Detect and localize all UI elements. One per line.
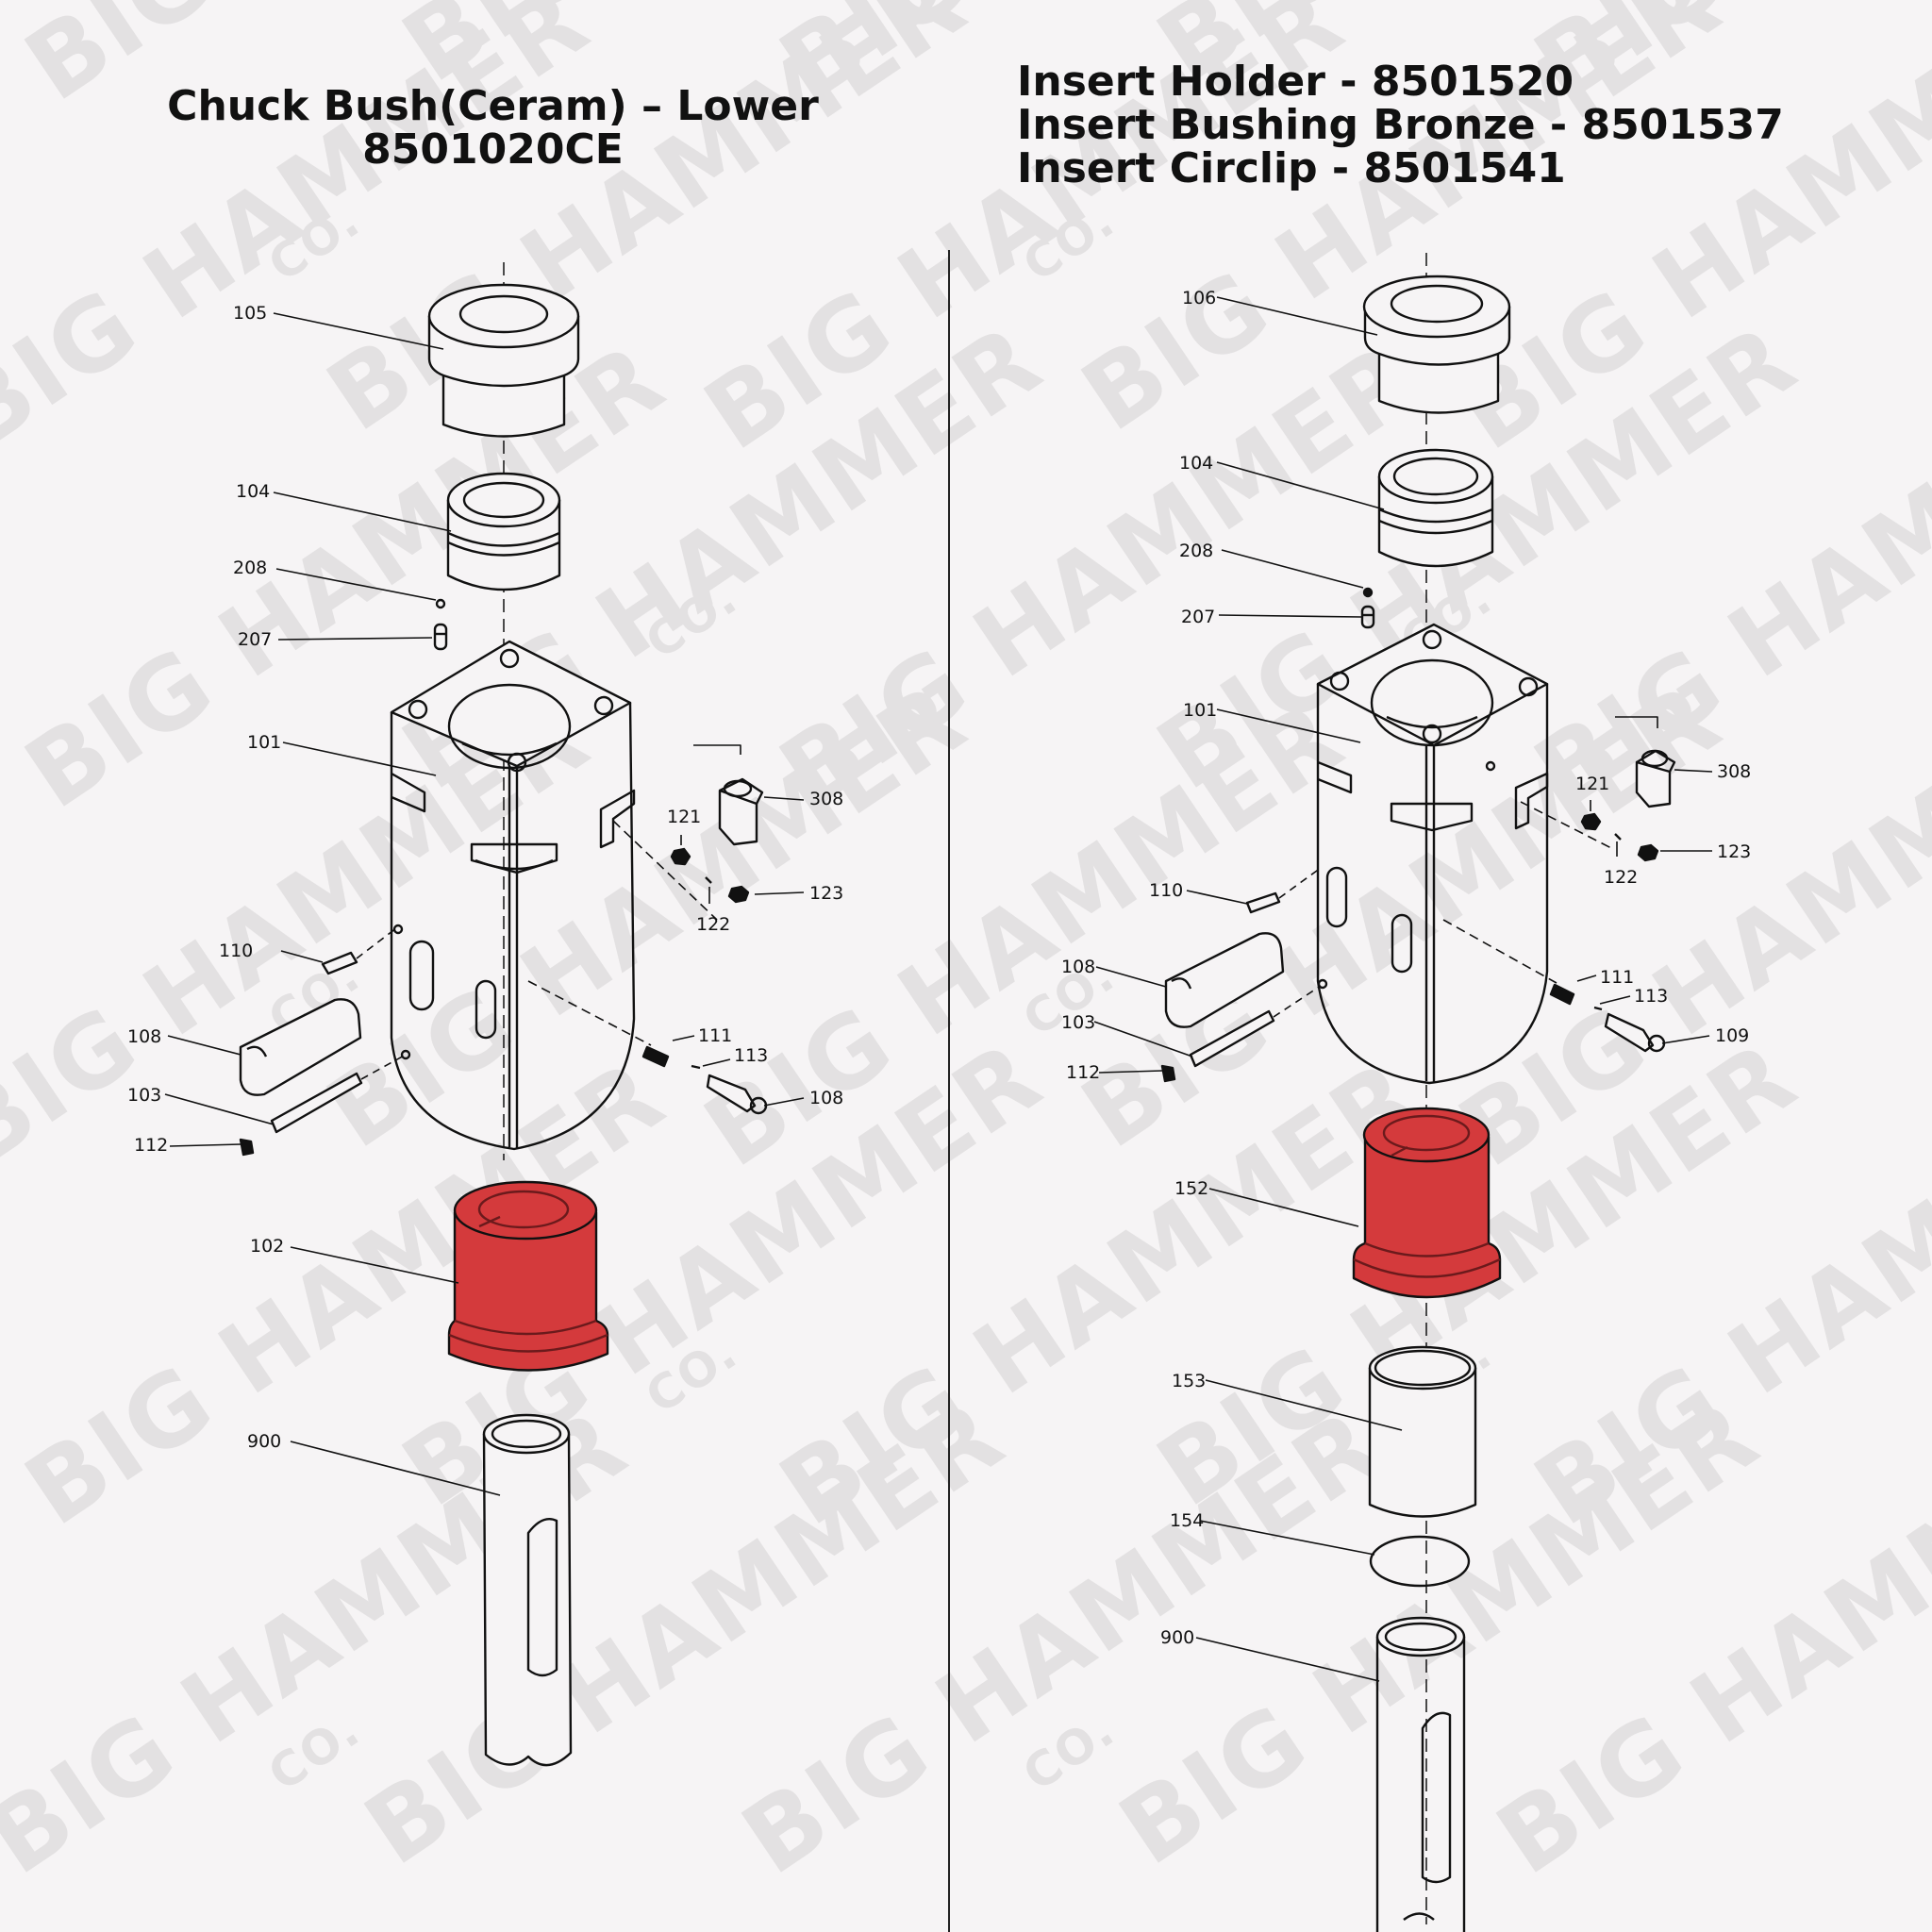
label-112: 112 (1066, 1062, 1100, 1083)
left-labels: 105 104 208 207 101 308 121 123 122 110 … (127, 303, 843, 1452)
leader-lines (1093, 296, 1713, 1682)
label-154: 154 (1170, 1510, 1204, 1531)
dashed-leader (1520, 801, 1614, 850)
part-154-circlip (1369, 1535, 1471, 1588)
label-108: 108 (1061, 957, 1095, 977)
label-108: 108 (127, 1026, 161, 1047)
label-900: 900 (247, 1431, 281, 1452)
part-102-chuck-bush-highlight (447, 1180, 609, 1372)
part-103-rod (270, 1054, 407, 1134)
left-title-line-1: Chuck Bush(Ceram) – Lower (167, 82, 819, 130)
label-110: 110 (219, 941, 253, 961)
part-105-bush (427, 283, 580, 438)
label-101: 101 (247, 732, 281, 753)
label-110: 110 (1149, 880, 1183, 901)
part-208-207 (433, 598, 448, 651)
part-122-pin (1614, 833, 1622, 841)
leader-lines (164, 312, 805, 1496)
part-123-nut (1637, 843, 1659, 862)
part-112-fitting (239, 1138, 255, 1157)
label-104: 104 (236, 481, 270, 502)
label-308: 308 (809, 789, 843, 809)
part-103-rod (1189, 985, 1322, 1068)
label-113: 113 (734, 1045, 768, 1066)
label-103: 103 (1061, 1012, 1095, 1033)
label-103: 103 (127, 1085, 161, 1106)
label-123: 123 (1717, 841, 1751, 862)
label-207: 207 (238, 629, 272, 650)
label-111: 111 (698, 1025, 732, 1046)
label-123: 123 (809, 883, 843, 904)
right-labels: 106 104 208 207 101 308 121 123 122 110 … (1061, 288, 1751, 1648)
label-208: 208 (1179, 541, 1213, 561)
part-152-insert-holder-highlight (1352, 1107, 1502, 1299)
label-105: 105 (233, 303, 267, 324)
part-308-block (1615, 716, 1676, 808)
part-122-pin (705, 876, 712, 884)
label-122: 122 (696, 914, 730, 935)
right-diagram (1093, 253, 1713, 1932)
label-153: 153 (1172, 1371, 1206, 1391)
part-900-tool (1375, 1616, 1466, 1932)
label-112: 112 (134, 1135, 168, 1156)
label-109: 109 (1715, 1025, 1749, 1046)
label-102: 102 (250, 1236, 284, 1257)
part-112-fitting (1160, 1064, 1176, 1083)
part-123-nut (727, 885, 750, 904)
left-title-line-2: 8501020CE (362, 125, 624, 174)
dashed-leader (612, 820, 718, 921)
part-108-wedge (239, 998, 362, 1096)
part-121-nut (1580, 812, 1602, 831)
part-101-body (390, 640, 636, 1151)
part-111-113-109 (1442, 919, 1666, 1053)
part-208-207 (1360, 587, 1375, 629)
label-121: 121 (667, 807, 701, 827)
part-101-body (1316, 623, 1549, 1085)
label-104: 104 (1179, 453, 1213, 474)
part-121-nut (670, 847, 691, 866)
part-153-bushing (1368, 1345, 1477, 1518)
part-110-pin (321, 927, 397, 975)
label-152: 152 (1174, 1178, 1208, 1199)
label-106: 106 (1182, 288, 1216, 308)
label-207: 207 (1181, 607, 1215, 627)
label-121: 121 (1575, 774, 1609, 794)
right-title-line-2: Insert Bushing Bronze - 8501537 (1017, 101, 1784, 149)
part-110-pin (1245, 867, 1322, 914)
part-900-tool (482, 1413, 573, 1767)
right-title-line-3: Insert Circlip - 8501541 (1017, 144, 1566, 192)
label-900: 900 (1160, 1627, 1194, 1648)
right-title-line-1: Insert Holder - 8501520 (1017, 58, 1574, 106)
left-diagram (164, 262, 805, 1767)
part-111-113-109 (527, 980, 768, 1115)
label-108b: 108 (809, 1088, 843, 1108)
part-104-ring (1377, 448, 1494, 568)
label-113: 113 (1634, 986, 1668, 1007)
label-122: 122 (1604, 867, 1638, 888)
label-101: 101 (1183, 700, 1217, 721)
part-308-block (693, 744, 764, 846)
label-111: 111 (1600, 967, 1634, 988)
left-title: Chuck Bush(Ceram) – Lower 8501020CE (132, 85, 854, 172)
label-208: 208 (233, 558, 267, 578)
right-title: Insert Holder - 8501520 Insert Bushing B… (1017, 60, 1923, 191)
label-308: 308 (1717, 761, 1751, 782)
part-104-ring (446, 472, 561, 591)
part-106-bush (1362, 275, 1511, 414)
part-108-wedge (1164, 932, 1285, 1028)
